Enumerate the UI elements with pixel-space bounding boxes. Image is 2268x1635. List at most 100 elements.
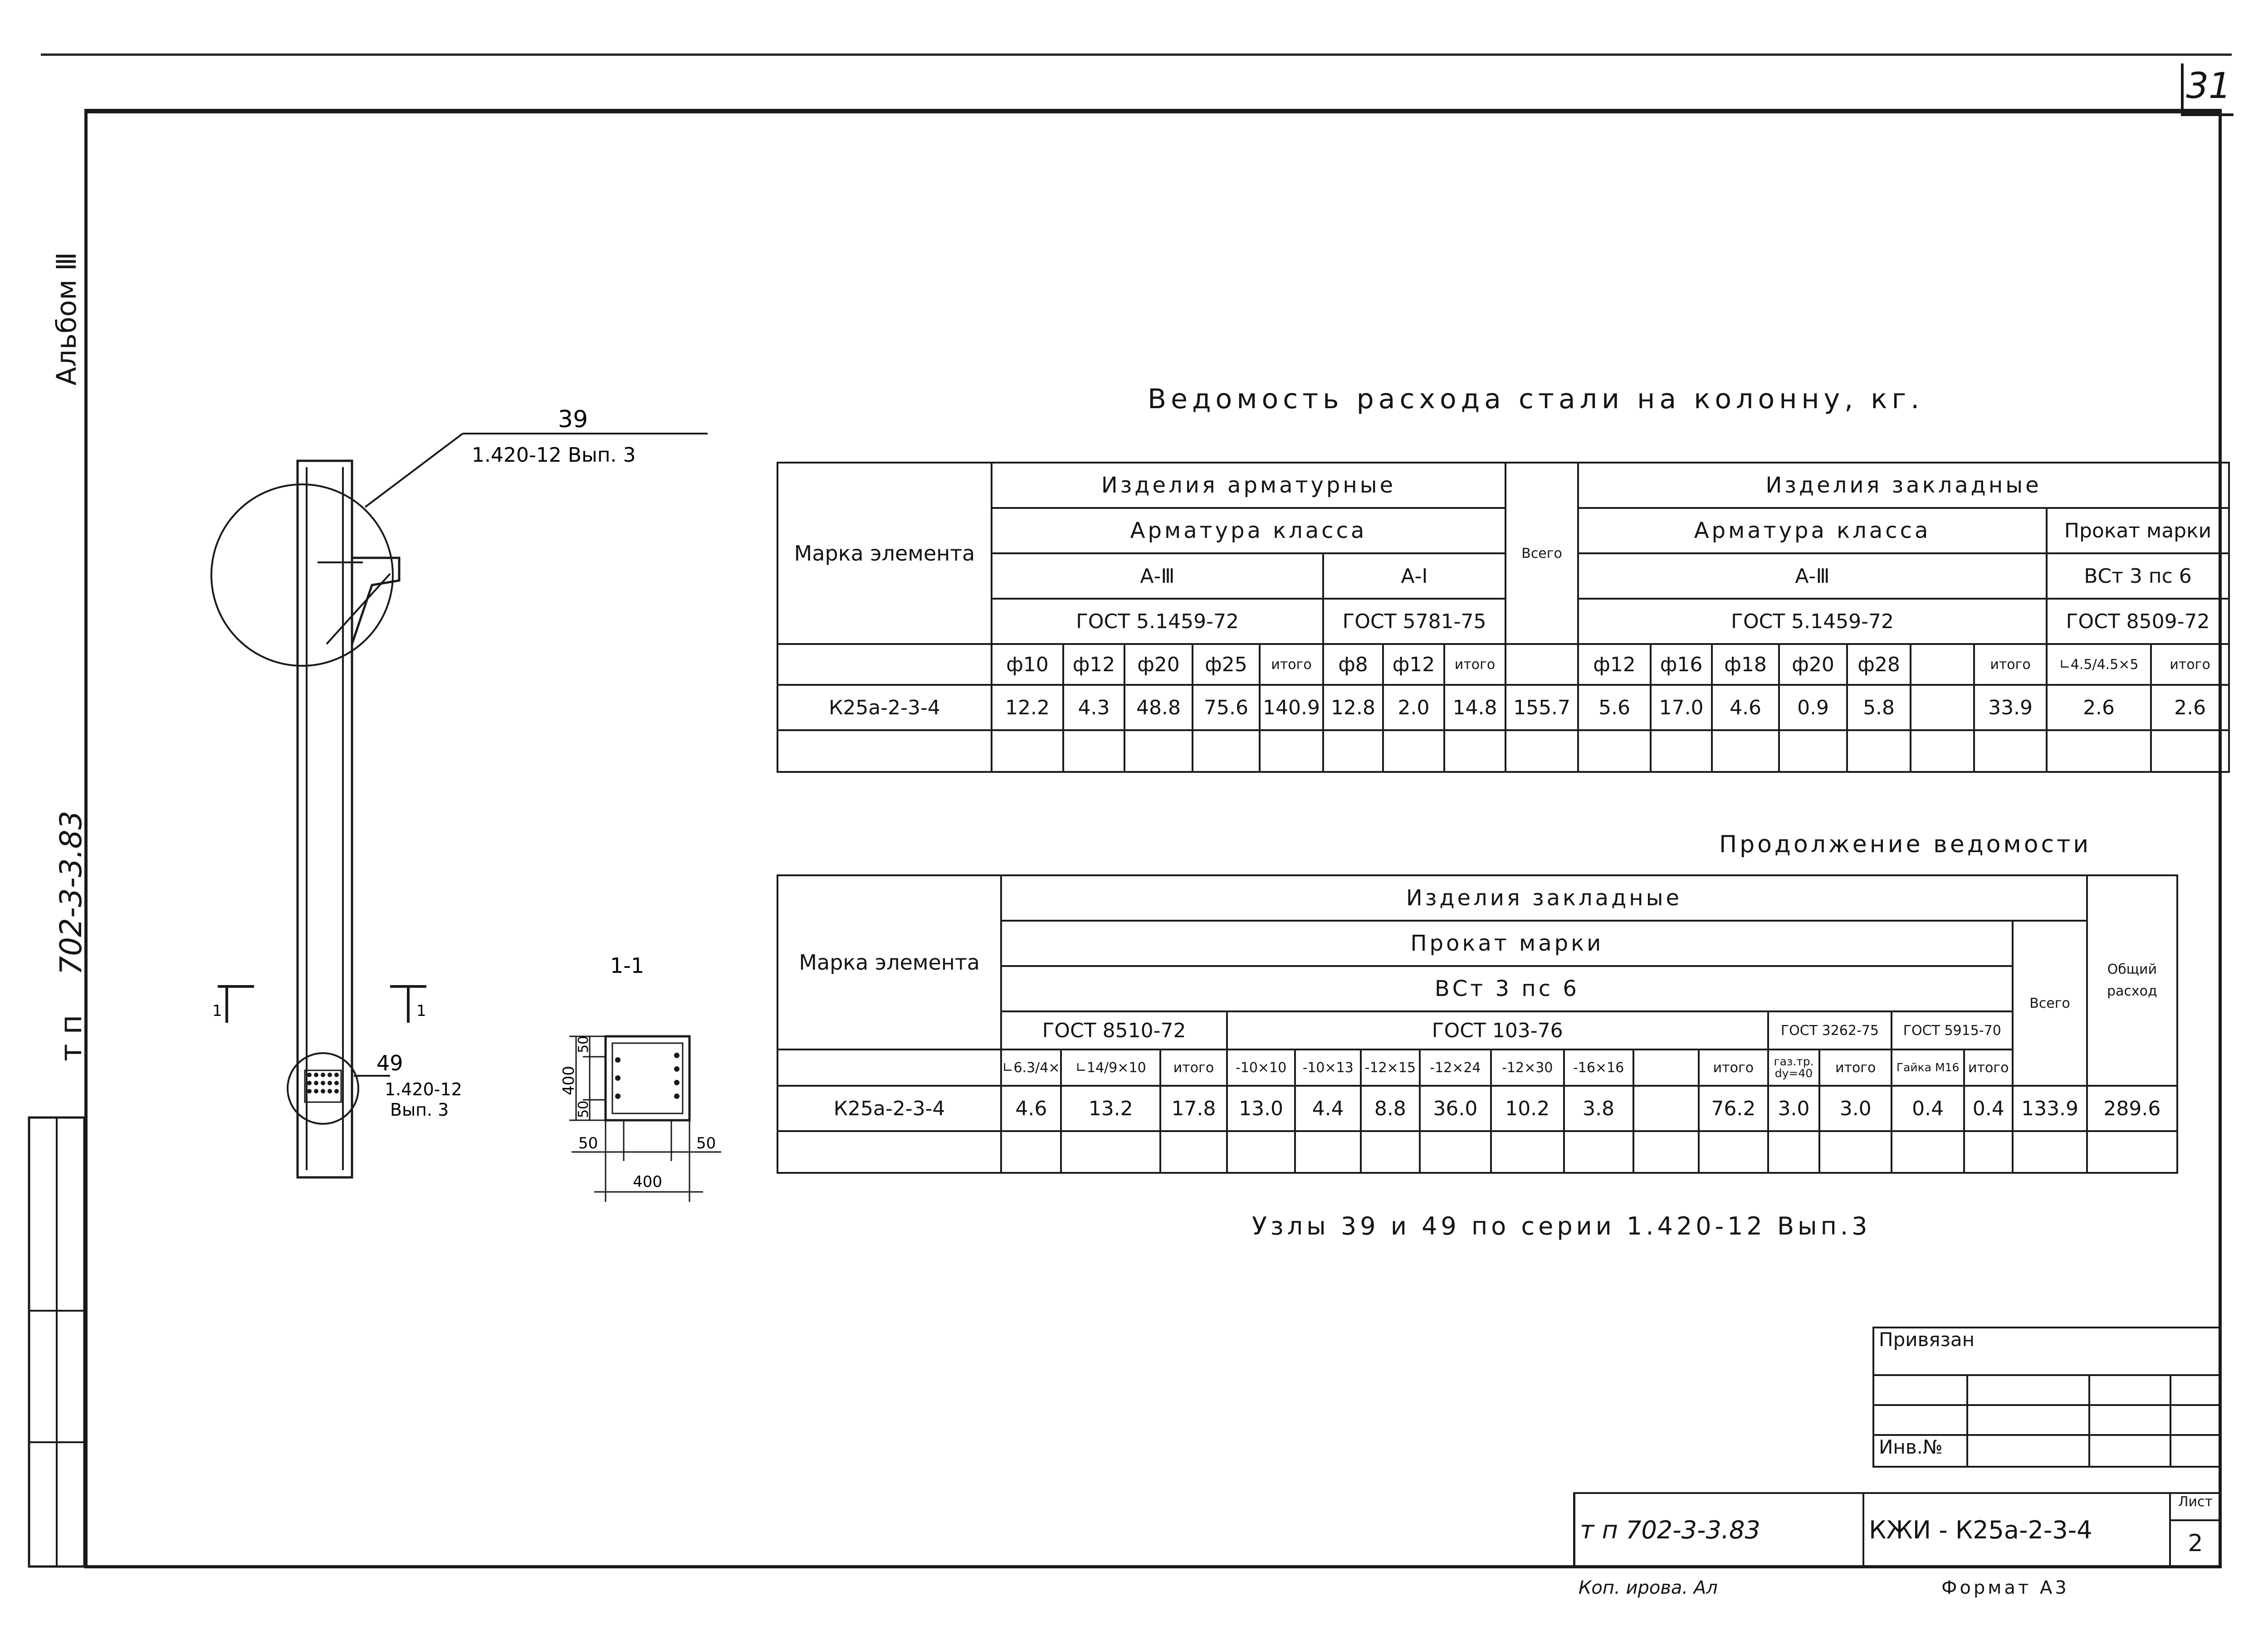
t2-row-mark: К25а-2-3-4 [776, 1085, 1002, 1132]
title-code: т п 702-3-3.83 [1573, 1492, 1865, 1566]
t1-cell: 5.8 [1846, 684, 1912, 731]
t1-col: ф12 [1062, 643, 1125, 686]
t2-cell: 0.4 [1891, 1085, 1965, 1132]
t2-col: -12×15 [1359, 1049, 1421, 1087]
t1-col: ф20 [1778, 643, 1848, 686]
t2-col [1632, 1049, 1700, 1087]
t2-col: итого [1159, 1049, 1228, 1087]
t1-gost-4: ГОСТ 8509-72 [2046, 598, 2230, 645]
t1-cell: 2.6 [2150, 684, 2230, 731]
node-top-label: 39 [558, 406, 588, 433]
side-prefix: т п [54, 1015, 88, 1061]
t2-rolled: Прокат марки [1000, 920, 2014, 967]
t2-col: итого [1697, 1049, 1769, 1087]
dim-50-lower: 50 [576, 1101, 591, 1118]
t1-cell: 48.8 [1124, 684, 1193, 731]
t1-cell: 2.0 [1382, 684, 1445, 731]
t2-cell: 36.0 [1418, 1085, 1492, 1132]
t1-class-a3b: А-Ⅲ [1577, 552, 2048, 600]
dim-50-left: 50 [578, 1134, 598, 1152]
t2-cell: 4.4 [1294, 1085, 1362, 1132]
t2-cell: 13.0 [1226, 1085, 1296, 1132]
t2-cell: 289.6 [2086, 1085, 2179, 1132]
t1-cell: 12.8 [1322, 684, 1384, 731]
t2-cell: 3.8 [1563, 1085, 1634, 1132]
t2-gost-d: ГОСТ 5915-70 [1891, 1010, 2014, 1050]
t1-mark-spacer [777, 644, 992, 686]
t2-col: -12×30 [1490, 1049, 1565, 1087]
t1-row-mark: К25а-2-3-4 [777, 684, 992, 731]
t1-cell: 33.9 [1973, 684, 2048, 731]
t1-class-a1: А-Ⅰ [1322, 552, 1507, 600]
t2-cell: 4.6 [1000, 1085, 1062, 1132]
t1-group-embed: Изделия закладные [1577, 462, 2230, 509]
t1-col: ф28 [1846, 643, 1912, 686]
t1-mark-header: Марка элемента [777, 462, 992, 645]
t2-cell: 13.2 [1060, 1085, 1162, 1132]
t2-gost-a: ГОСТ 8510-72 [1000, 1010, 1228, 1050]
t1-col [1910, 643, 1975, 686]
top-border-line [41, 54, 2232, 56]
t1-cell [1910, 684, 1975, 731]
t1-total-header: Всего [1505, 462, 1579, 645]
album-label: Альбом Ⅲ [51, 252, 83, 386]
t1-total-spacer [1505, 644, 1579, 686]
inv-label: Инв.№ [1872, 1434, 1969, 1468]
t1-cell: 5.6 [1577, 684, 1652, 731]
list-label: Лист [2169, 1492, 2222, 1521]
node-bottom-ref2: Вып. 3 [390, 1100, 449, 1120]
privyazan-label: Привязан [1872, 1327, 2221, 1376]
t1-col: ∟4.5/4.5×5 [2046, 643, 2152, 686]
t1-gost-3: ГОСТ 5.1459-72 [1577, 598, 2048, 645]
t1-col: ф12 [1577, 643, 1652, 686]
t2-gost-b: ГОСТ 103-76 [1226, 1010, 1769, 1050]
t1-col: итого [1259, 643, 1324, 686]
t2-cell: 133.9 [2012, 1085, 2088, 1132]
t1-cell: 155.7 [1505, 684, 1579, 731]
t1-col: ф16 [1650, 643, 1713, 686]
left-margin-stamp [28, 1116, 86, 1568]
list-number: 2 [2169, 1519, 2222, 1566]
t2-col: ∟6.3/4×8 [1000, 1049, 1062, 1087]
t1-col: ф12 [1382, 643, 1445, 686]
t1-steel: ВСт 3 пс 6 [2046, 552, 2230, 600]
t2-cell: 0.4 [1963, 1085, 2014, 1132]
binding-stamp: Привязан Инв.№ [1872, 1327, 2222, 1468]
t1-col: итого [2150, 643, 2230, 686]
t2-col: -16×16 [1563, 1049, 1634, 1087]
t2-col: Гайка М16 [1891, 1049, 1965, 1087]
t1-col: итого [1973, 643, 2048, 686]
t2-mark-header: Марка элемента [776, 874, 1002, 1050]
page-number: 31 [2181, 63, 2234, 116]
t1-gost-2: ГОСТ 5781-75 [1322, 598, 1507, 645]
t2-group: Изделия закладные [1000, 874, 2088, 922]
t1-col: итого [1443, 643, 1507, 686]
t2-cell: 8.8 [1359, 1085, 1421, 1132]
copy-note: Коп. ирова. Ал [1579, 1577, 1718, 1598]
t2-col: итого [1818, 1049, 1893, 1087]
t2-cell [1632, 1085, 1700, 1132]
t2-col: -10×10 [1226, 1049, 1296, 1087]
dim-400-vertical: 400 [560, 1066, 578, 1095]
t2-col: -10×13 [1294, 1049, 1362, 1087]
t2-col: итого [1963, 1049, 2014, 1087]
t1-cell: 14.8 [1443, 684, 1507, 731]
table2-title: Продолжение ведомости [1719, 831, 2092, 858]
t2-gost-c: ГОСТ 3262-75 [1767, 1010, 1893, 1050]
dim-50-right: 50 [696, 1134, 716, 1152]
t2-mark-spacer [776, 1049, 1002, 1087]
cut-mark-left: 1 [212, 1002, 222, 1020]
t2-cell: 3.0 [1818, 1085, 1893, 1132]
t1-col: ф18 [1711, 643, 1780, 686]
t1-gost-1: ГОСТ 5.1459-72 [991, 598, 1324, 645]
t1-embed-class: Арматура класса [1577, 507, 2048, 554]
t1-col: ф25 [1192, 643, 1261, 686]
t2-steel: ВСт 3 пс 6 [1000, 965, 2014, 1012]
title-mark: КЖИ - К25а-2-3-4 [1862, 1492, 2171, 1566]
section-label: 1-1 [610, 953, 644, 978]
dim-400-horizontal: 400 [633, 1173, 662, 1191]
format-note: Формат А3 [1941, 1577, 2069, 1598]
side-code: 702-3-3.83 [54, 810, 88, 975]
t1-col: ф10 [991, 643, 1064, 686]
steel-table-continuation: Марка элемента Изделия закладные Общий р… [776, 874, 2179, 1174]
